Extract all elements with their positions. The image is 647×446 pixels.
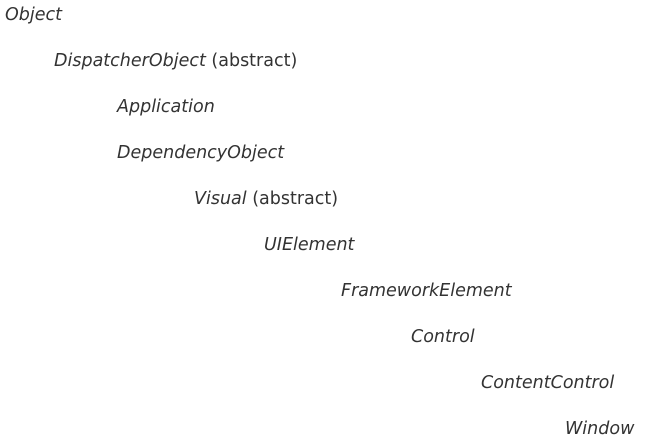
node-name: Object	[5, 5, 62, 25]
hierarchy-node-dependencyobject: DependencyObject	[117, 141, 284, 165]
node-name: DependencyObject	[117, 143, 285, 163]
node-name: Window	[565, 419, 635, 439]
node-qualifier: (abstract)	[211, 51, 298, 71]
node-name: Visual	[194, 189, 247, 209]
hierarchy-node-contentcontrol: ContentControl	[481, 371, 614, 395]
hierarchy-node-application: Application	[117, 95, 215, 119]
hierarchy-node-frameworkelement: FrameworkElement	[341, 279, 512, 303]
hierarchy-node-object: Object	[5, 3, 62, 27]
hierarchy-node-visual: Visual (abstract)	[194, 187, 338, 211]
hierarchy-node-window: Window	[565, 417, 634, 441]
node-qualifier: (abstract)	[252, 189, 339, 209]
node-name: ContentControl	[481, 373, 615, 393]
hierarchy-node-control: Control	[411, 325, 475, 349]
hierarchy-node-dispatcherobject: DispatcherObject (abstract)	[54, 49, 297, 73]
hierarchy-node-uielement: UIElement	[264, 233, 354, 257]
node-name: FrameworkElement	[341, 281, 512, 301]
node-name: Application	[117, 97, 215, 117]
node-name: DispatcherObject	[54, 51, 206, 71]
node-name: UIElement	[264, 235, 355, 255]
node-name: Control	[411, 327, 475, 347]
